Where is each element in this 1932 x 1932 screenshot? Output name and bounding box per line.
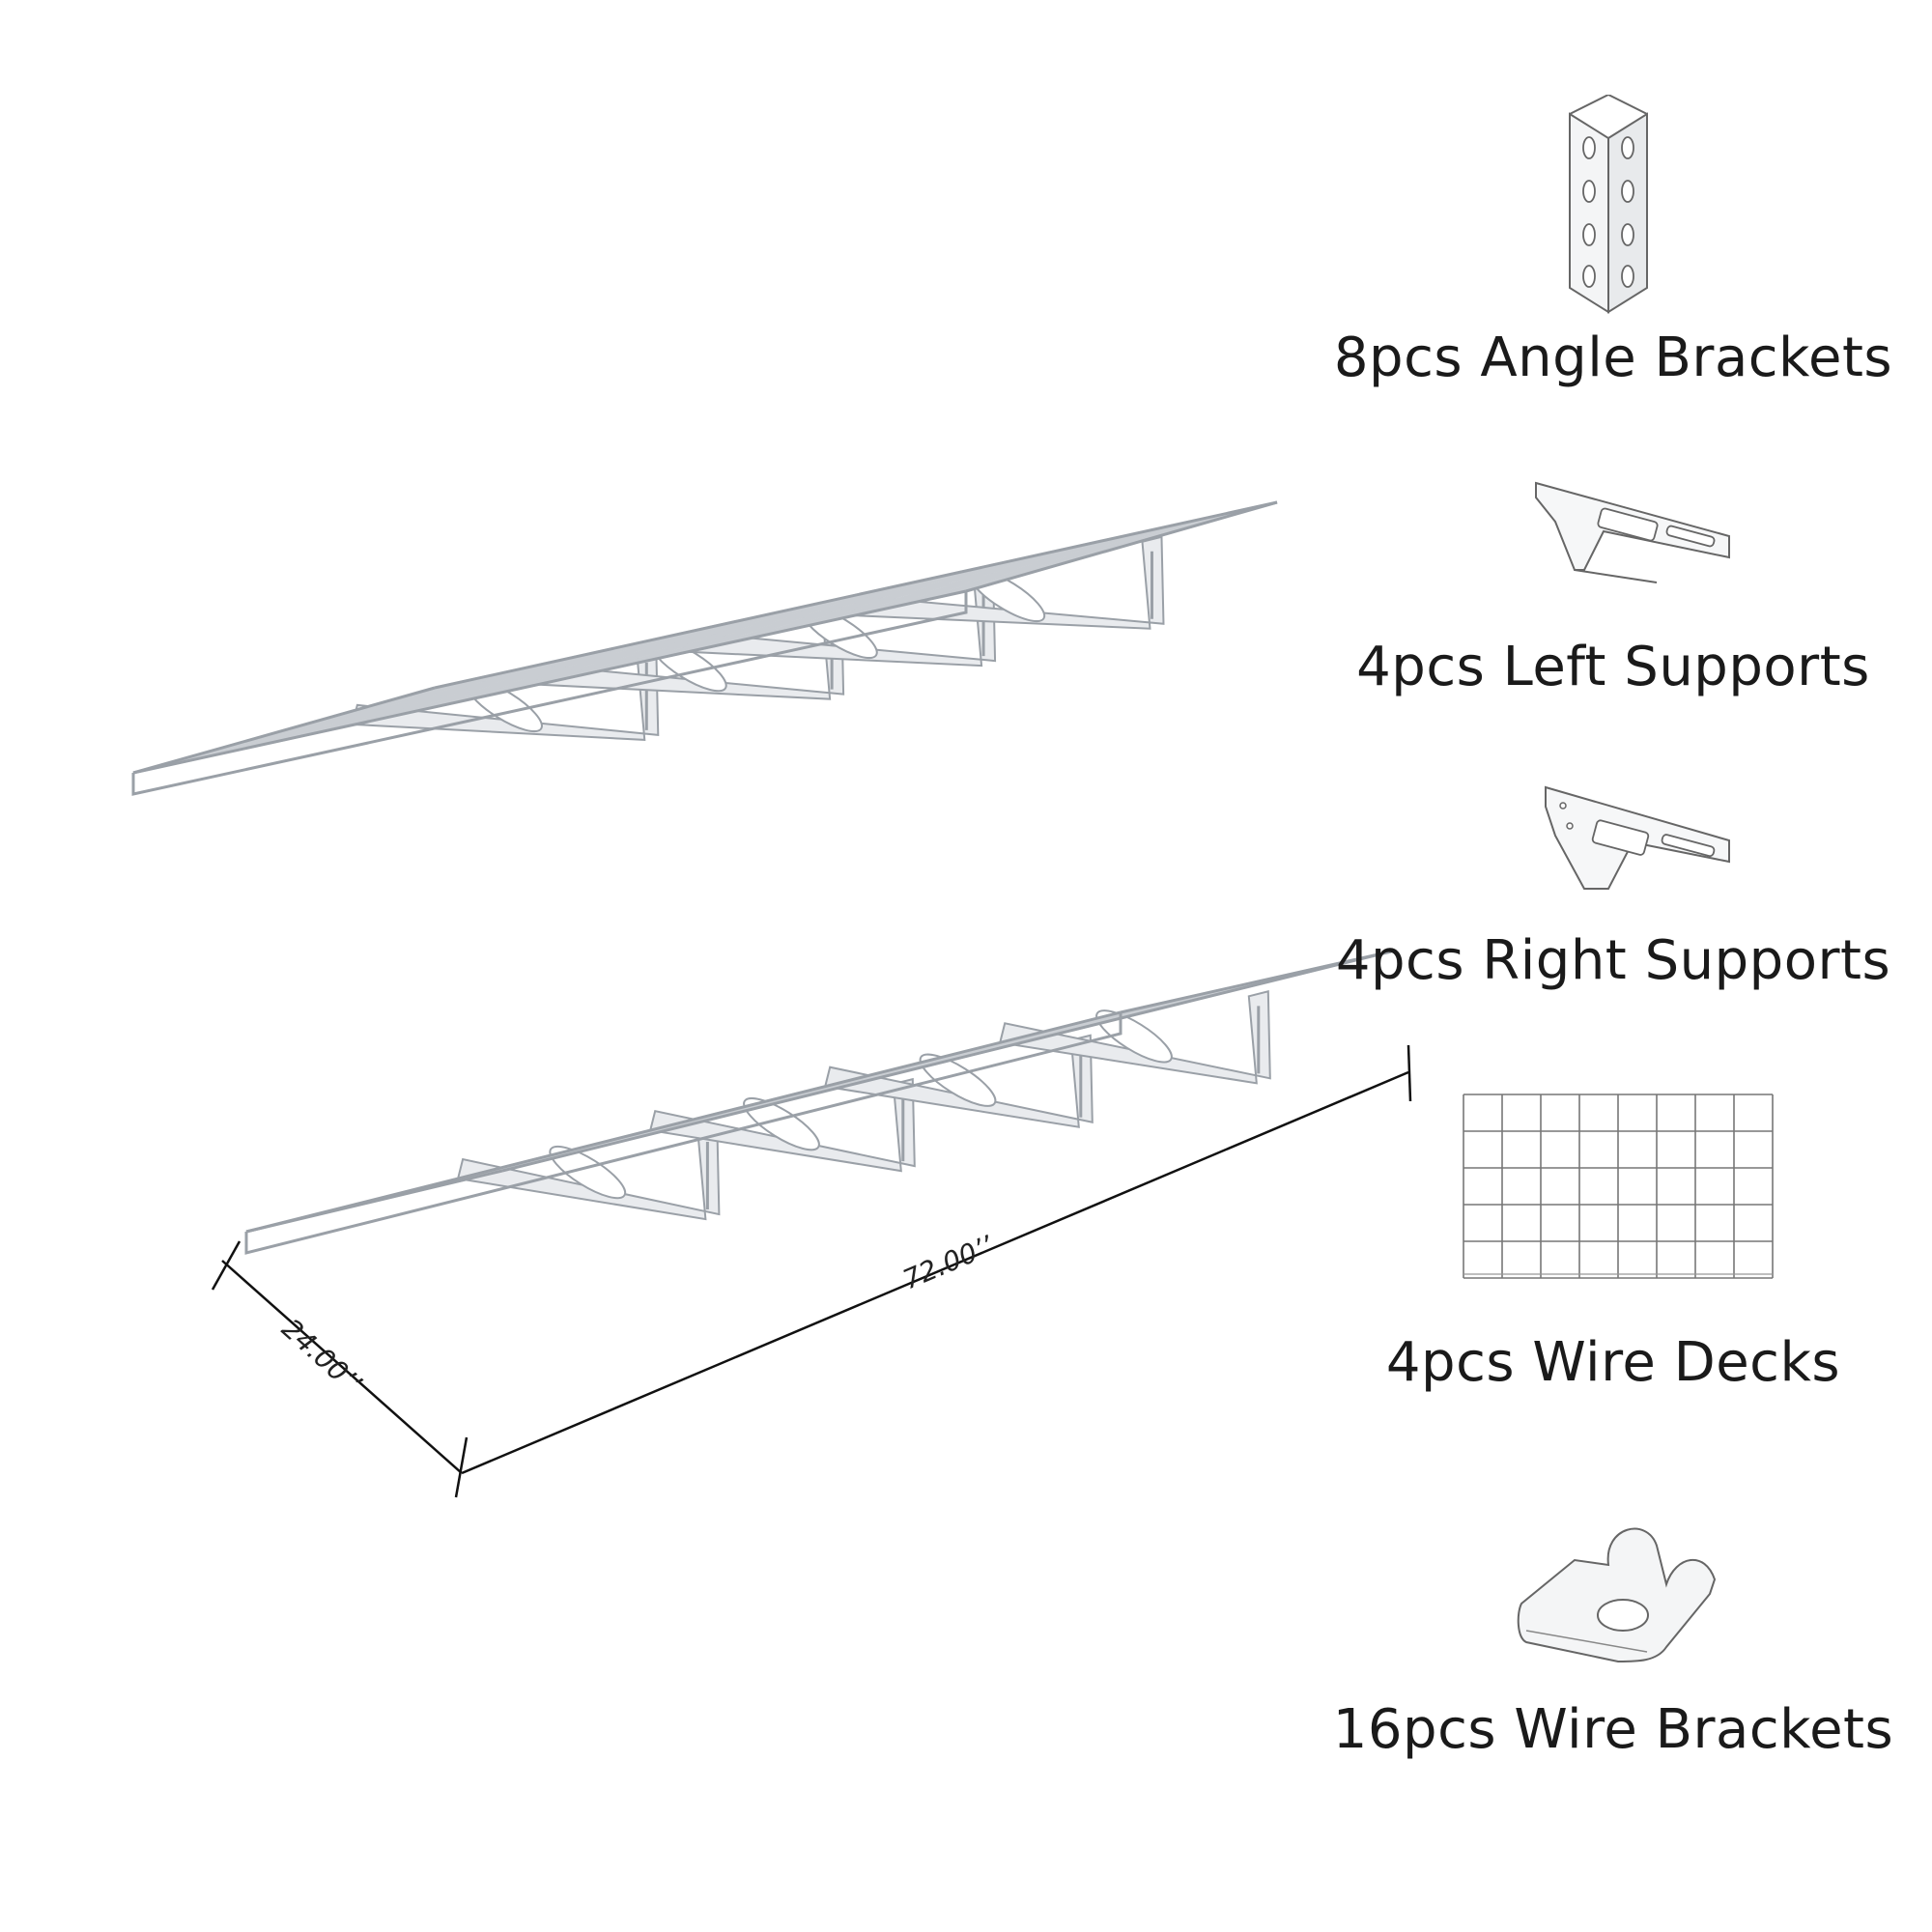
depth-dimension-label: 24.00’’: [275, 1313, 368, 1401]
deck-front-lip: [131, 591, 968, 796]
angle-bracket-icon: [1569, 95, 1648, 314]
deck-wire: [514, 601, 822, 692]
deck-wire: [930, 508, 1243, 601]
deck-wire: [271, 655, 576, 744]
support-bracket: [823, 1034, 1094, 1128]
part-label-wire-brackets: 16pcs Wire Brackets: [1332, 1698, 1894, 1761]
deck-wire: [895, 516, 1208, 608]
deck-back-edge: [501, 950, 1392, 1173]
deck-wire: [861, 524, 1173, 615]
deck-wire: [306, 647, 611, 737]
deck-wire: [653, 570, 962, 661]
deck-wire: [444, 616, 752, 706]
length-tick-left: [454, 1436, 469, 1498]
deck-wire: [688, 562, 997, 653]
depth-tick-top: [211, 1240, 242, 1291]
part-label-left-supports: 4pcs Left Supports: [1356, 636, 1870, 698]
deck-wire: [583, 585, 892, 676]
right-support-icon: [1545, 785, 1730, 890]
deck-wire: [757, 547, 1067, 639]
deck-wire: [479, 609, 786, 698]
deck-wire: [826, 531, 1138, 623]
deck-wire: [237, 663, 541, 752]
length-tick-right: [1406, 1044, 1412, 1102]
deck-back-edge: [434, 500, 1278, 690]
deck-wire: [167, 678, 470, 767]
deck-wire: [376, 632, 681, 722]
deck-wire: [202, 670, 506, 759]
length-dimension-line: [461, 1070, 1409, 1475]
left-support-icon: [1535, 481, 1730, 583]
deck-side-edge: [132, 686, 436, 775]
dimension-lines: 72.00’’ 24.00’’: [211, 1044, 1412, 1498]
deck-wire: [792, 539, 1102, 631]
depth-dimension-line: [221, 1260, 463, 1474]
deck-side-edge: [965, 500, 1278, 593]
wire-bracket-icon: [1517, 1527, 1717, 1663]
deck-wire: [549, 593, 857, 684]
support-bracket: [648, 1077, 916, 1173]
deck-front-edge: [245, 1010, 1122, 1234]
deck-front-edge: [132, 589, 967, 775]
part-label-wire-decks: 4pcs Wire Decks: [1385, 1331, 1841, 1394]
length-dimension-label: 72.00’’: [898, 1229, 999, 1295]
deck-wire: [618, 578, 927, 668]
deck-wire: [410, 624, 717, 714]
deck-front-lip: [244, 1012, 1122, 1255]
part-label-angle-brackets: 8pcs Angle Brackets: [1333, 327, 1893, 389]
deck-wire: [341, 639, 646, 729]
wire-deck-icon: [1463, 1094, 1774, 1279]
lower-shelf: [244, 950, 1392, 1255]
deck-wire: [723, 554, 1033, 646]
support-bracket: [998, 990, 1271, 1085]
part-label-right-supports: 4pcs Right Supports: [1335, 929, 1891, 992]
upper-shelf: [131, 500, 1278, 796]
support-bracket: [850, 535, 1165, 630]
